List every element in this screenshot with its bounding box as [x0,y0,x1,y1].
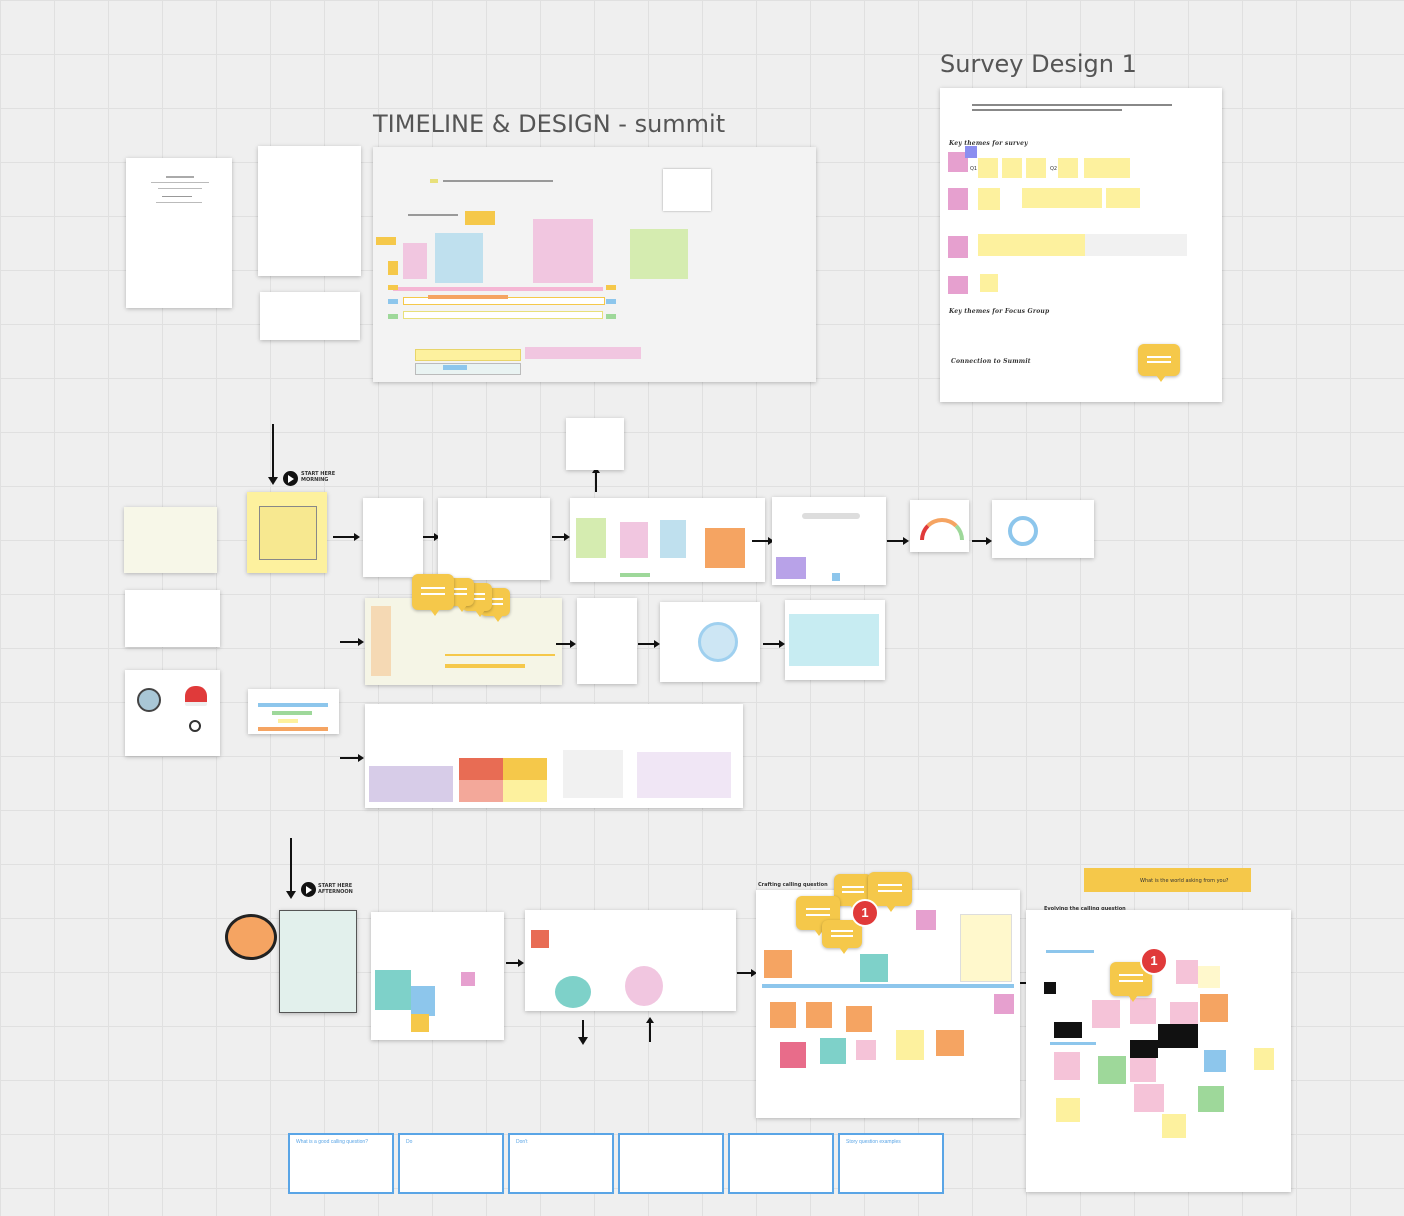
crafting-title: Crafting calling question [758,882,828,888]
morning-schedule-card[interactable] [247,492,327,573]
bottom-card-5[interactable] [728,1133,834,1194]
question-banner[interactable] [1084,868,1251,892]
arrow-up-2 [646,1017,654,1042]
afternoon-board-1[interactable] [371,912,504,1040]
morning-board-3[interactable] [365,598,562,685]
arrow-down-icon [268,424,278,485]
santa-hat-icon [185,686,207,706]
gauge-icon [920,518,964,540]
arrow-1 [333,533,360,541]
afternoon-table-card[interactable] [279,910,357,1013]
survey-design-frame[interactable]: Key themes for survey Q1 Q2 Key themes f… [940,88,1222,402]
morning-target-board[interactable] [660,602,760,682]
morning-board-2[interactable] [772,497,886,585]
connection-label: Connection to Summit [951,358,1031,365]
comment-icon[interactable] [1138,344,1180,382]
text-document-2[interactable] [260,292,360,340]
morning-grid-board[interactable] [785,600,885,680]
magnifier-icon [189,720,201,732]
timeline-title: TIMELINE & DESIGN - summit [373,110,726,138]
avatar-icon [137,688,161,712]
banner-text: What is the world asking from you? [1140,878,1229,884]
arrow-13 [737,969,757,977]
key-themes-focus-label: Key themes for Focus Group [949,308,1050,315]
left-card-3[interactable] [125,670,220,756]
start-afternoon-line2: AFTERNOON [318,889,353,895]
left-card-1[interactable] [124,507,217,573]
bottom-card-3[interactable]: Don't [508,1133,614,1194]
arrow-up-icon [592,467,600,492]
afternoon-board-2[interactable] [525,910,736,1011]
start-afternoon-line1: START HERE [318,883,353,889]
arrow-4 [752,537,774,545]
q2-label: Q2 [1050,166,1058,172]
arrow-3 [552,533,570,541]
gauge-card[interactable] [910,500,969,552]
arrow-down-icon-2 [286,838,296,899]
notification-badge-2[interactable]: 1 [1140,947,1168,975]
play-icon-2[interactable] [301,882,316,897]
arrow-7 [340,638,364,646]
speech-bubble-icon [225,914,277,960]
q1-label: Q1 [970,166,978,172]
left-card-2[interactable] [125,590,220,647]
key-themes-survey-label: Key themes for survey [949,140,1028,147]
bottom-card-4[interactable] [618,1133,724,1194]
mini-map-card[interactable] [566,418,624,470]
arrow-10 [763,640,785,648]
arrow-6 [972,537,992,545]
text-document-1[interactable] [258,146,361,276]
arrow-down-3 [578,1020,588,1045]
morning-list-card[interactable] [577,598,637,684]
survey-title: Survey Design 1 [940,50,1137,78]
bottom-card-6[interactable]: Story question examples [838,1133,944,1194]
start-morning-line1: START HERE [301,471,336,477]
comment-icon-9[interactable] [822,920,862,954]
arrow-5 [887,537,909,545]
bottom-card-2[interactable]: Do [398,1133,504,1194]
arrow-12 [506,959,524,967]
notification-badge[interactable]: 1 [851,899,879,927]
morning-text-2[interactable] [438,498,550,580]
arrow-9 [638,640,660,648]
evolving-title: Evolving the calling question [1044,906,1126,912]
morning-heatmap-board[interactable] [365,704,743,808]
comment-icon-7[interactable] [868,872,912,912]
document-card[interactable] [126,158,232,308]
play-icon[interactable] [283,471,298,486]
morning-board-1[interactable] [570,498,765,582]
arrow-2 [423,533,440,541]
morning-bars-card[interactable] [248,689,339,734]
arrow-11 [340,754,364,762]
start-morning-line2: MORNING [301,477,329,483]
bottom-card-1[interactable]: What is a good calling question? [288,1133,394,1194]
comment-icon-5[interactable] [412,574,454,616]
timeline-frame[interactable] [373,147,816,382]
target-card[interactable] [992,500,1094,558]
arrow-8 [556,640,576,648]
morning-text-1[interactable] [363,498,423,577]
